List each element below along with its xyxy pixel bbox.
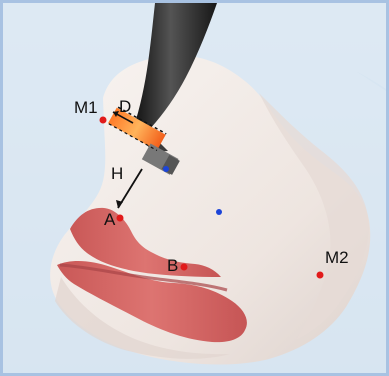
label-m1: M1: [74, 99, 98, 116]
point-b: [181, 264, 188, 271]
point-m2: [317, 272, 324, 279]
point-a: [117, 215, 124, 222]
label-a: A: [104, 211, 115, 228]
label-h: H: [111, 165, 123, 182]
label-m2: M2: [325, 249, 349, 266]
point-blue-upper: [163, 166, 169, 172]
face-model-illustration: [3, 3, 389, 376]
point-blue-lower: [216, 209, 222, 215]
point-m1: [100, 117, 107, 124]
label-b: B: [167, 257, 178, 274]
label-d: D: [119, 98, 131, 115]
